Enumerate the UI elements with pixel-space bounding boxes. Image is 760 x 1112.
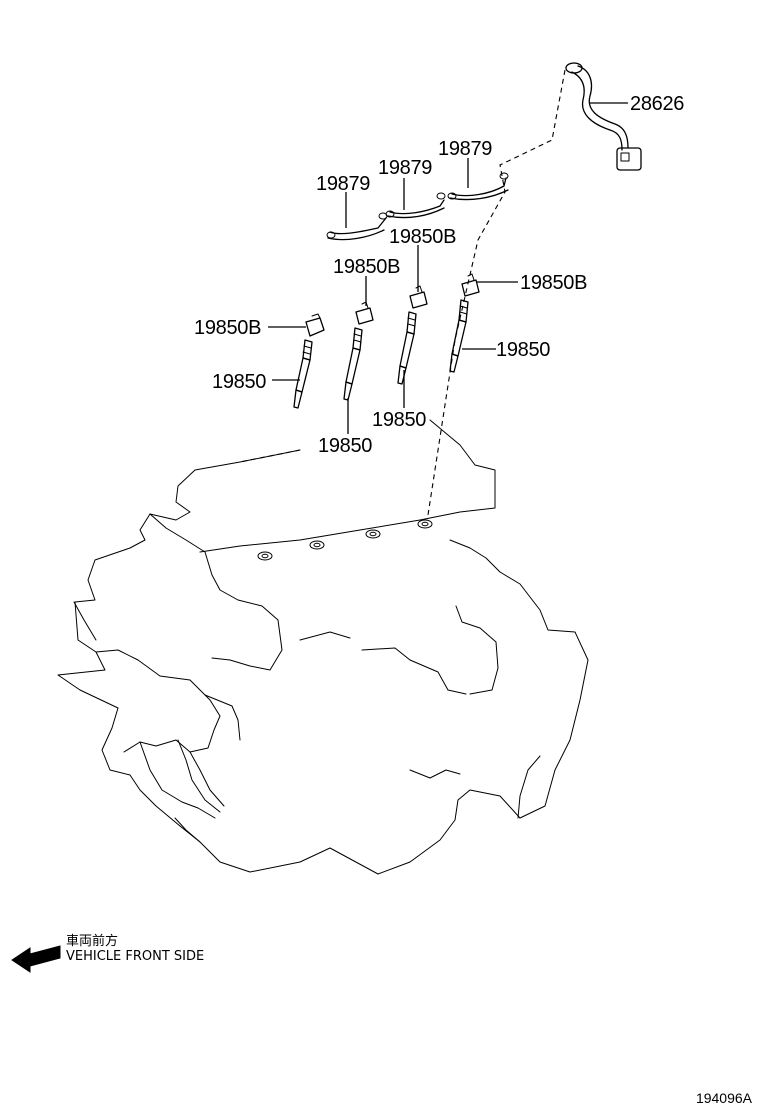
callout-plug-2: 19850: [212, 371, 266, 393]
callout-plug-4: 19850: [318, 435, 372, 457]
engine-block-outline: [57, 419, 589, 875]
callout-sensor: 28626: [630, 93, 684, 115]
leader-lines: [268, 102, 628, 434]
vehicle-front-label-en: VEHICLE FRONT SIDE: [66, 949, 205, 964]
assembly-dashed-lines: [239, 69, 566, 516]
callout-labels: 28626 19879 19879 19879 19850B 19850B 19…: [194, 93, 685, 457]
glow-plugs: [293, 299, 469, 409]
callout-clamp-1: 19879: [316, 173, 370, 195]
callout-plug-1: 19850: [496, 339, 550, 361]
callout-plug-3: 19850: [372, 409, 426, 431]
wire-clamps: [326, 172, 509, 241]
arrow-left-icon: [11, 945, 61, 973]
callout-nut-3: 19850B: [520, 272, 587, 294]
callout-clamp-2: 19879: [378, 157, 432, 179]
figure-id: 194096A: [695, 1090, 752, 1106]
callout-nut-4: 19850B: [194, 317, 261, 339]
vehicle-front-label-jp: 車両前方: [66, 934, 119, 949]
callout-clamp-3: 19879: [438, 138, 492, 160]
callout-nut-1: 19850B: [389, 226, 456, 248]
sensor-with-connector: [565, 62, 642, 171]
callout-nut-2: 19850B: [333, 256, 400, 278]
terminal-nuts: [305, 273, 480, 337]
